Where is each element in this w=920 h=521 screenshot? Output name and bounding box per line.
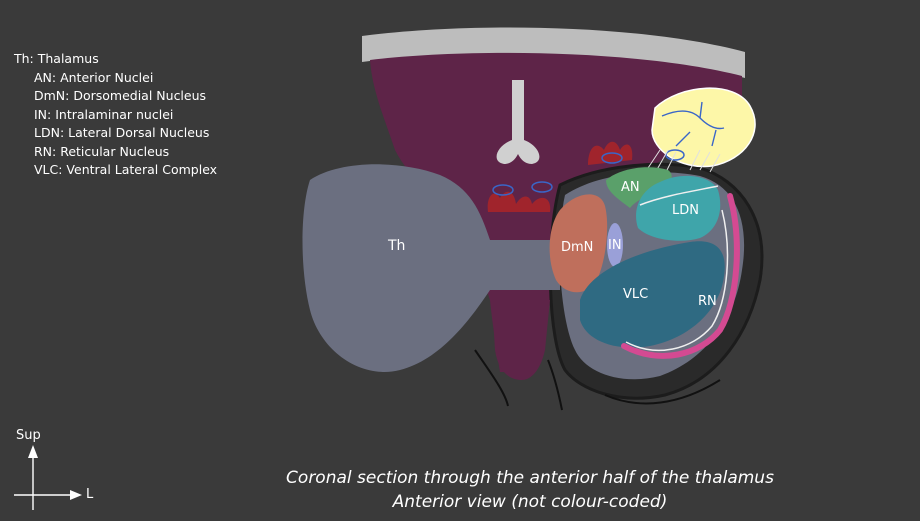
lower-outline [474,349,721,411]
dorsomedial-nucleus [549,194,608,293]
label-vlc: VLC [623,287,648,302]
legend: Th: Thalamus AN: Anterior Nuclei DmN: Do… [14,50,217,180]
vessel-ring-3 [601,152,623,164]
vessel-ring-4 [665,149,685,161]
legend-item-vlc: VLC: Ventral Lateral Complex [34,162,218,177]
intralaminar-nuclei [607,223,623,267]
corpus-callosum [362,27,745,78]
vessel-ring-2 [531,181,553,193]
label-in: IN [608,238,622,253]
legend-item-ldn: LDN: Lateral Dorsal Nucleus [34,125,210,140]
lateral-dorsal-nucleus [636,175,721,241]
label-rn: RN [698,294,717,309]
external-medullary-lamina [625,209,729,352]
internal-medullary-lamina [639,185,719,206]
legend-heading: Th: Thalamus [14,51,99,66]
legend-item-dmn: DmN: Dorsomedial Nucleus [34,88,207,103]
label-th: Th [387,238,405,254]
caudate-vessels [661,101,725,147]
vessel-ring-1 [492,184,514,196]
caption-line-2: Anterior view (not colour-coded) [392,492,668,512]
legend-item-in: IN: Intralaminar nuclei [34,106,174,122]
label-dmn: DmN [561,240,593,255]
septum-fornix [496,80,540,164]
label-ldn: LDN [672,203,699,218]
anterior-nuclei [606,167,672,208]
stria-fibers [639,149,721,185]
figure-caption: Coronal section through the anterior hal… [250,466,810,514]
caption-line-1: Coronal section through the anterior hal… [286,468,774,488]
ventral-lateral-complex [580,241,725,348]
caudate-nucleus [651,87,756,168]
reticular-nucleus [621,193,740,359]
orientation-lateral-label: L [86,487,94,502]
orientation-superior-label: Sup [16,428,41,443]
label-an: AN [621,180,640,195]
thalamus-left [302,164,560,372]
brainstem-stalk [492,300,550,380]
choroid-plexus-lower [487,191,551,212]
legend-item-an: AN: Anterior Nuclei [34,69,154,85]
legend-item-rn: RN: Reticular Nucleus [34,143,170,159]
orientation-axes [14,445,82,510]
